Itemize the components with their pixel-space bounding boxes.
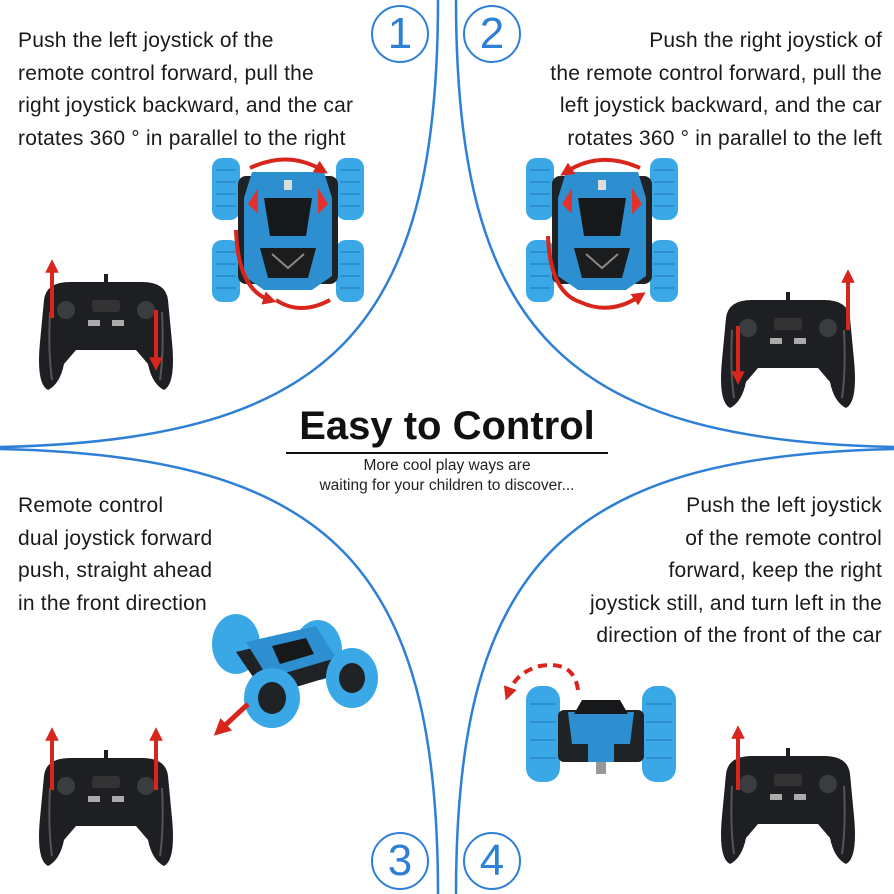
step-number-1: 1 [371,5,429,63]
subtitle-line: waiting for your children to discover... [319,477,575,494]
controller-1 [38,273,174,391]
step-number-2: 2 [463,5,521,63]
rotate-left-arrow [560,157,641,176]
step-3-text: Remote control dual joystick forward pus… [18,490,212,620]
car-front-view [525,685,677,783]
car-top-view-2 [525,157,679,303]
controller-4 [720,747,856,865]
step-1-line: remote control forward, pull the [18,61,314,85]
rotate-left-arrow [546,235,646,310]
controller-2 [720,291,856,409]
rotate-right-arrow [234,229,277,305]
step-4-line: direction of the front of the car [596,624,882,647]
step-2-line: Push the right joystick of [649,29,882,52]
rotate-right-arrow [249,157,328,174]
step-3-line: in the front direction [18,591,207,615]
subtitle-line: More cool play ways are [363,457,531,474]
divider-bottom-left [0,447,440,894]
step-4-line: Push the left joystick [686,494,882,517]
step-2-line: rotates 360 ° in parallel to the left [567,126,882,150]
page-title: Easy to Control [286,400,608,454]
divider-top-right [454,0,894,449]
step-2-line: left joystick backward, and the car [559,94,882,117]
divider-bottom-right [454,447,894,894]
step-1-line: Push the left joystick of the [18,29,274,52]
step-2-line: the remote control forward, pull the [550,61,882,85]
car-top-view-1 [211,157,365,303]
turn-left-arrow [503,663,580,701]
divider-top-left [0,0,440,449]
step-number-4: 4 [463,832,521,890]
step-4-line: forward, keep the right [668,559,882,582]
step-1-line: rotates 360 ° in parallel to the right [18,126,346,150]
step-3-line: Remote control [18,494,164,517]
step-4-line: joystick still, and turn left in the [590,591,882,615]
step-4-line: of the remote control [685,526,882,550]
step-3-line: dual joystick forward [18,526,213,550]
step-1-text: Push the left joystick of the remote con… [18,25,353,155]
step-3-line: push, straight ahead [18,559,213,582]
page-subtitle: More cool play ways are waiting for your… [270,456,624,496]
direction-arrow-icon [213,702,250,736]
step-4-text: Push the left joystick of the remote con… [590,490,882,653]
step-1-line: right joystick backward, and the car [18,94,354,117]
controller-3 [38,749,174,867]
rotate-right-arrow [274,298,331,310]
step-number-3: 3 [371,832,429,890]
step-2-text: Push the right joystick of the remote co… [550,25,882,155]
